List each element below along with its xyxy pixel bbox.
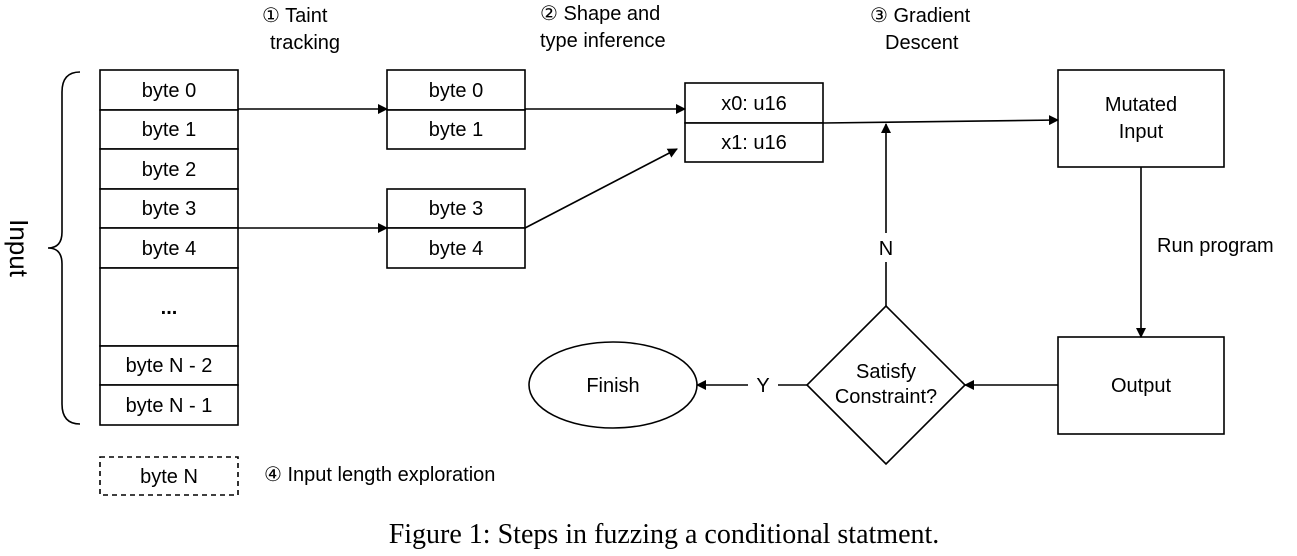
finish-label: Finish [586,375,639,397]
typed-vars-box: x0: u16 x1: u16 [684,82,824,163]
step3-label-line1: ③ Gradient [870,5,971,27]
mutated-input-box [1057,69,1225,168]
tainted-byte-label: byte 1 [429,119,483,141]
extra-byte-label: byte N [140,466,198,488]
step2-label-line2: type inference [540,30,666,52]
input-byte-label: byte 1 [142,119,196,141]
input-byte-label: byte 0 [142,80,196,102]
figure-caption: Figure 1: Steps in fuzzing a conditional… [389,519,940,550]
output-box [1057,336,1225,435]
tainted-byte-label: byte 0 [429,80,483,102]
output-label: Output [1111,375,1171,397]
decision-line2: Constraint? [835,386,937,408]
arrow-vars-to-mutated [822,115,1059,126]
step1-label-line2: tracking [270,32,340,54]
tainted-group-a: byte 0 byte 1 [386,69,526,150]
no-label: N [879,238,893,260]
typed-var-label: x1: u16 [721,132,787,154]
decision-line1: Satisfy [856,361,916,383]
tainted-byte-label: byte 4 [429,238,483,260]
decision-diamond [805,304,967,466]
input-byte-label: byte N - 2 [126,355,213,377]
input-byte-cell [99,384,239,426]
input-brace [47,71,81,425]
tainted-group-b: byte 3 byte 4 [386,188,526,269]
tainted-byte-label: byte 3 [429,198,483,220]
mutated-input-line1: Mutated [1105,94,1177,116]
input-byte-column: byte 0 byte 1 byte 2 byte 3 byte 4 ... b… [99,69,239,426]
step2-label-line1: ② Shape and [540,3,660,25]
input-byte-ellipsis: ... [161,297,178,319]
input-byte-cell [99,109,239,150]
input-byte-label: byte 3 [142,198,196,220]
input-byte-label: byte N - 1 [126,395,213,417]
input-label: Input [4,219,34,278]
yes-label: Y [756,375,769,397]
step1-label-line1: ① Taint [262,5,328,27]
step3-label-line2: Descent [885,32,959,54]
input-byte-label: byte 4 [142,238,196,260]
input-byte-cell [99,188,239,229]
input-byte-cell [99,69,239,111]
mutated-input-line2: Input [1119,121,1164,143]
arrow-group-b-to-vars [524,148,678,229]
run-program-label: Run program [1157,235,1274,257]
extra-byte-box [99,456,239,496]
input-byte-label: byte 2 [142,159,196,181]
step4-label: ④ Input length exploration [264,464,495,486]
input-byte-cell [99,267,239,347]
typed-var-label: x0: u16 [721,93,787,115]
